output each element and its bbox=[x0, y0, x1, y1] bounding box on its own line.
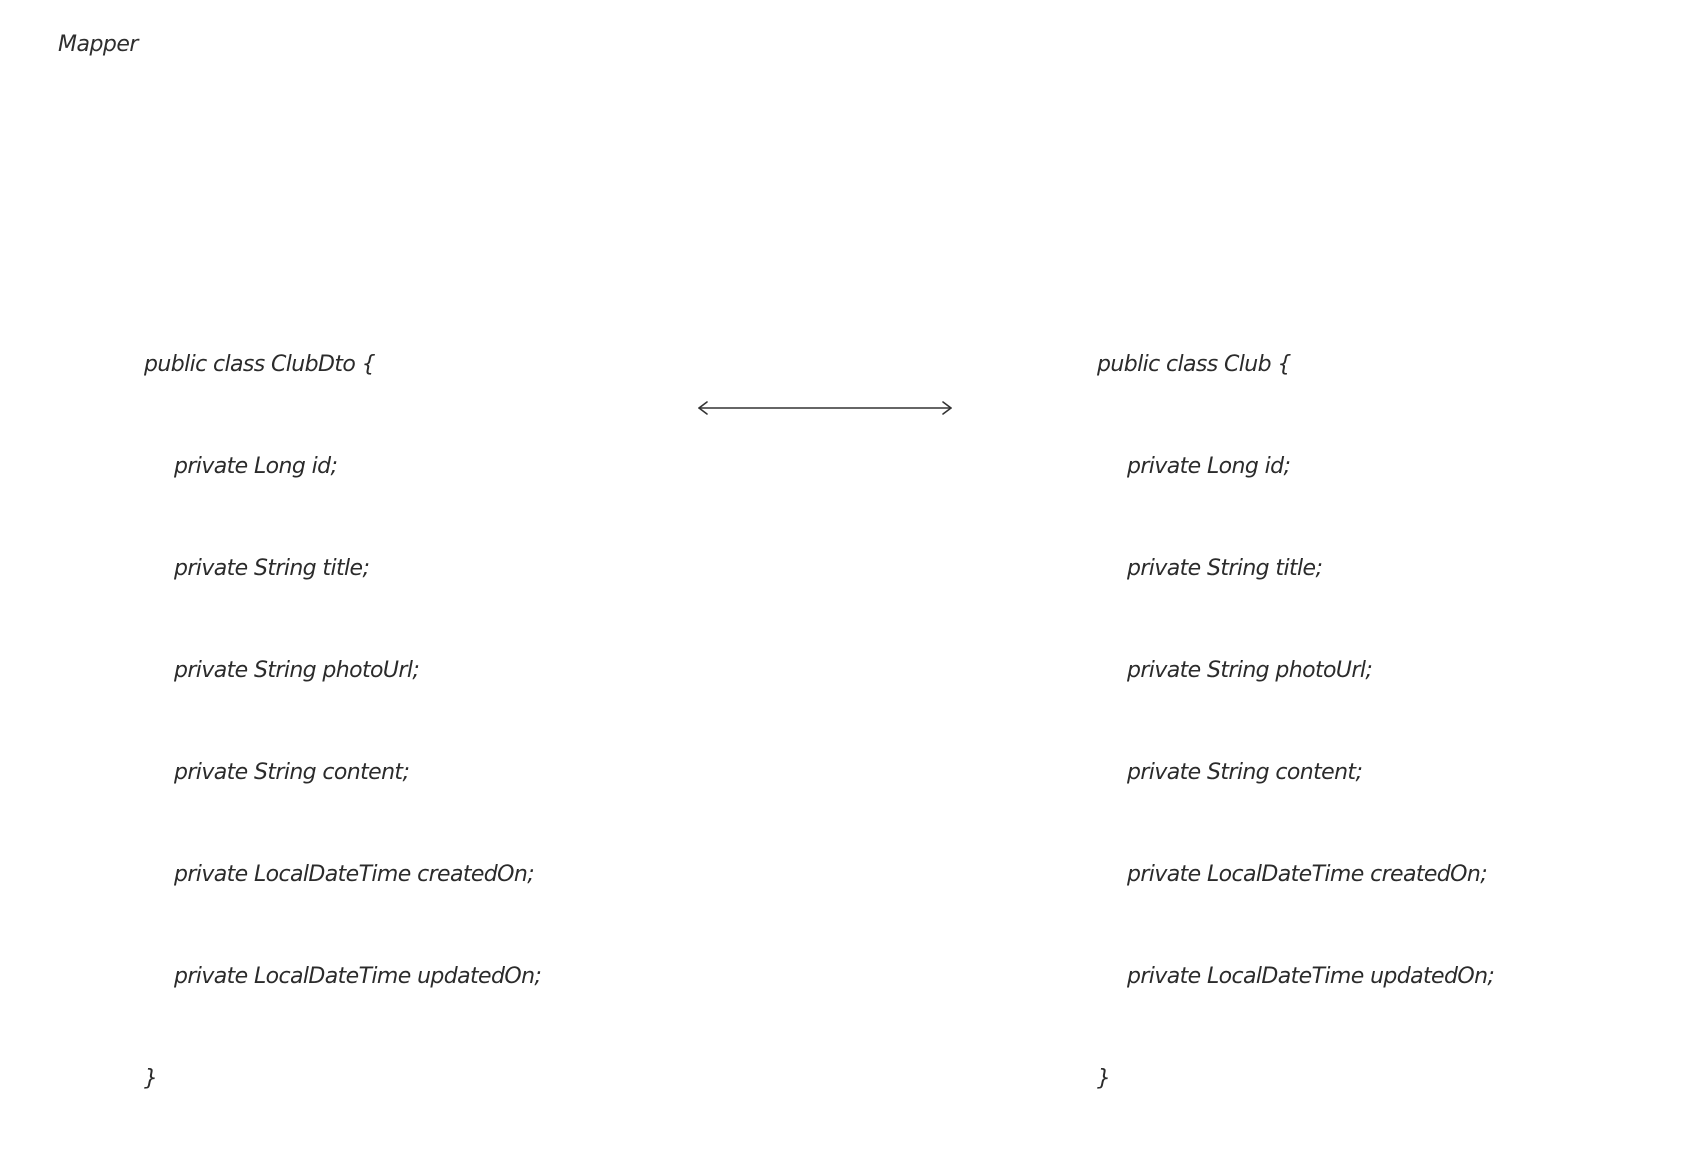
club-field-title: private String title; bbox=[1127, 556, 1323, 581]
clubdto-class-header: public class ClubDto { bbox=[144, 352, 376, 377]
clubdto-field-content: private String content; bbox=[174, 760, 410, 785]
clubdto-class-block: public class ClubDto { private Long id; … bbox=[144, 280, 542, 1164]
club-field-createdon: private LocalDateTime createdOn; bbox=[1127, 862, 1488, 887]
club-class-block: public class Club { private Long id; pri… bbox=[1097, 280, 1495, 1164]
club-class-closing: } bbox=[1097, 1066, 1111, 1091]
clubdto-field-photourl: private String photoUrl; bbox=[174, 658, 420, 683]
clubdto-field-title: private String title; bbox=[174, 556, 370, 581]
clubdto-field-updatedon: private LocalDateTime updatedOn; bbox=[174, 964, 542, 989]
clubdto-class-closing: } bbox=[144, 1066, 158, 1091]
arrow-head-right bbox=[942, 401, 952, 415]
clubdto-field-createdon: private LocalDateTime createdOn; bbox=[174, 862, 535, 887]
club-field-photourl: private String photoUrl; bbox=[1127, 658, 1373, 683]
double-headed-arrow-icon bbox=[698, 401, 952, 415]
diagram-canvas: Mapper public class ClubDto { private Lo… bbox=[58, 32, 1495, 1091]
clubdto-field-id: private Long id; bbox=[174, 454, 338, 479]
club-class-header: public class Club { bbox=[1097, 352, 1291, 377]
club-field-content: private String content; bbox=[1127, 760, 1363, 785]
arrow-head-left bbox=[698, 401, 708, 415]
page-title: Mapper bbox=[58, 32, 138, 57]
club-field-updatedon: private LocalDateTime updatedOn; bbox=[1127, 964, 1495, 989]
club-field-id: private Long id; bbox=[1127, 454, 1291, 479]
